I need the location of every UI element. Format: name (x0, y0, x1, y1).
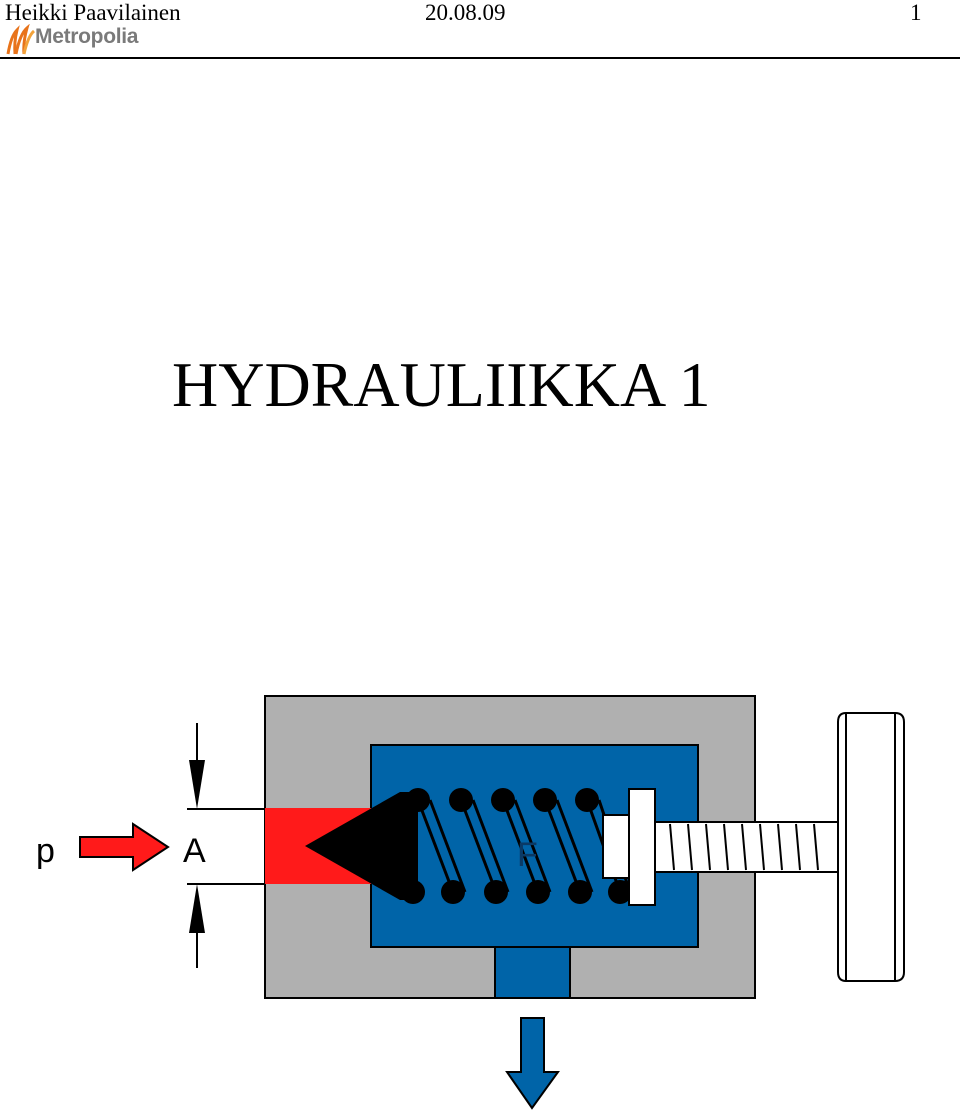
adjusting-screw (654, 821, 839, 873)
page-title: HYDRAULIIKKA 1 (172, 349, 711, 420)
author-name: Heikki Paavilainen (5, 0, 181, 25)
logo-text: Metropolia (35, 25, 139, 48)
spring-retainer (602, 814, 630, 879)
pressure-label: p (36, 832, 55, 870)
header-rule (0, 57, 960, 59)
header-date: 20.08.09 (425, 0, 506, 25)
metropolia-logo-icon (6, 24, 36, 55)
force-label: F (517, 836, 538, 874)
screw-threads (669, 823, 819, 871)
relief-valve-diagram: p A F (36, 695, 905, 1110)
adjusting-plate (628, 788, 656, 906)
area-arrow-top-icon (189, 760, 205, 809)
pressure-arrow-icon (79, 822, 170, 872)
spring-coils (416, 799, 632, 893)
poppet-cone (305, 792, 418, 900)
area-label: A (183, 832, 206, 870)
page-number: 1 (910, 0, 922, 25)
area-arrow-bottom-icon (189, 884, 205, 933)
outlet-channel (494, 946, 571, 999)
outlet-arrow-icon (505, 1017, 560, 1110)
